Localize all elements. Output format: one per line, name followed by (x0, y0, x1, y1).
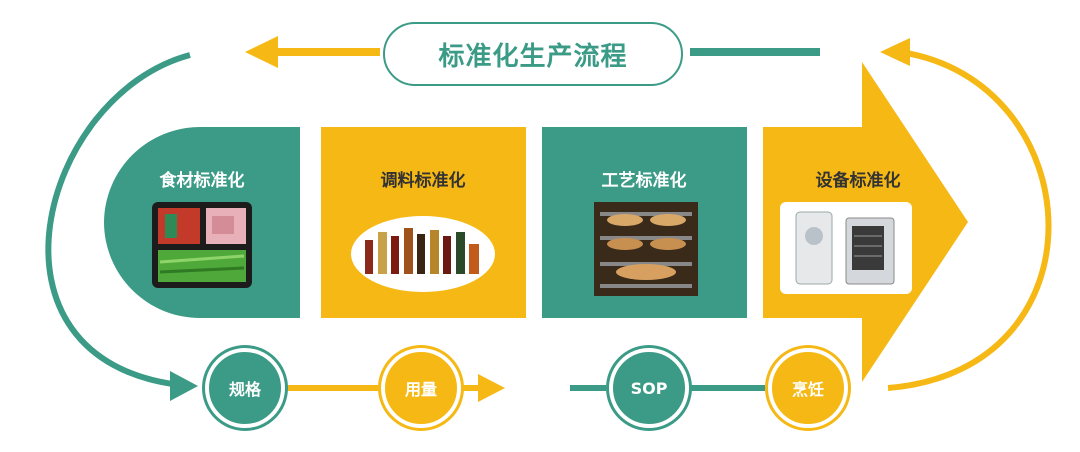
card-label-process: 工艺标准化 (601, 171, 687, 191)
cooking-machines-image (780, 202, 912, 294)
card-label-equipment: 设备标准化 (815, 171, 901, 191)
right-arc-line (887, 49, 1052, 391)
bottom-mid-arrowhead-icon (478, 374, 505, 402)
left-arc-line (45, 52, 191, 388)
oven-trays-image (594, 202, 698, 296)
left-arc-arrowhead-icon (170, 371, 198, 401)
top-left-arrowhead-icon (245, 36, 278, 68)
seasoning-bottles-image (351, 216, 495, 292)
step-circle-sop: SOP (609, 348, 689, 428)
step-circle-spec: 规格 (205, 348, 285, 428)
right-arc-arrowhead-icon (880, 38, 910, 66)
card-label-seasoning: 调料标准化 (380, 171, 466, 191)
vegetables-and-meat-tray-image (152, 202, 252, 288)
step-circle-cooking: 烹饪 (768, 348, 848, 428)
card-label-ingredients: 食材标准化 (159, 171, 245, 191)
step-circle-dosage: 用量 (381, 348, 461, 428)
page-title: 标准化生产流程 (383, 22, 683, 86)
